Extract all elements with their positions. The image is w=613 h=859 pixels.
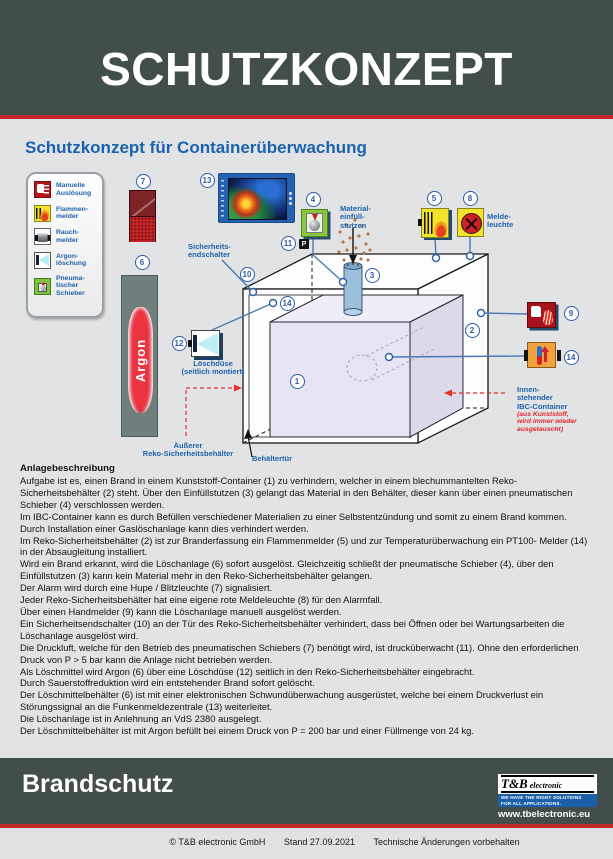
signal-light-label: Melde-leuchte <box>487 212 514 230</box>
pneumatic-slider-icon <box>34 277 51 295</box>
legend-item-label: Rauch-melder <box>56 229 80 244</box>
description-paragraph: Aufgabe ist es, einen Brand in einem Kun… <box>20 475 573 510</box>
argon-cylinder: Argon <box>121 275 158 437</box>
safety-limit-switch-label: Sicherheits-endschalter <box>188 242 231 260</box>
description-paragraph: Durch Installation einer Gaslöschanlage … <box>20 522 309 534</box>
callout-3: 3 <box>364 267 380 283</box>
legend-item: Flammen-melder <box>34 204 102 222</box>
callout-9: 9 <box>563 305 579 321</box>
flame-detector-icon <box>34 204 51 222</box>
description-paragraph: Durch Sauerstoffreduktion wird ein entst… <box>20 677 315 689</box>
description-paragraph: Die Druckluft, welche für den Betrieb de… <box>20 641 579 665</box>
description-heading: Anlagebeschreibung <box>20 463 115 474</box>
callout-2: 2 <box>464 322 480 338</box>
panel-side-text <box>221 180 224 218</box>
container-door-label: Behältertür <box>252 454 293 463</box>
horn-strobe-unit <box>129 190 156 242</box>
flame-detector-unit <box>418 208 449 238</box>
manual-release-icon <box>34 181 51 198</box>
diagram-linework <box>185 218 528 458</box>
description-paragraph: Im Reko-Sicherheitsbehälter (2) ist zur … <box>20 534 588 558</box>
footer-copyright: © T&B electronic GmbH <box>169 837 266 847</box>
pressure-monitor-symbol: P <box>299 239 309 249</box>
system-description: Anlagebeschreibung Aufgabe ist es, einen… <box>20 463 595 737</box>
argon-extinguishing-icon <box>34 251 51 269</box>
alarm-horn <box>130 217 155 242</box>
section-title: Schutzkonzept für Containerüberwachung <box>25 138 367 157</box>
description-paragraph: Der Alarm wird durch eine Hupe / Blitzle… <box>20 582 273 594</box>
category-label: Brandschutz <box>22 770 174 798</box>
description-paragraphs: Aufgabe ist es, einen Brand in einem Kun… <box>20 475 595 737</box>
footer-note: Technische Änderungen vorbehalten <box>373 837 520 847</box>
callout-14: 14 <box>279 295 295 311</box>
pneumatic-slider-unit <box>301 209 328 237</box>
argon-bottle: Argon <box>128 307 153 413</box>
description-paragraph: Im IBC-Container kann es durch Befüllen … <box>20 510 567 522</box>
description-paragraph: Als Löschmittel wird Argon (6) über eine… <box>20 665 475 677</box>
callout-5: 5 <box>426 190 442 206</box>
bottom-bar: Brandschutz T&B electronic WE HAVE THE R… <box>0 758 613 824</box>
callout-13: 13 <box>199 172 215 188</box>
footer-date: Stand 27.09.2021 <box>283 837 355 847</box>
description-paragraph: Ein Sicherheitsendschalter (10) an der T… <box>20 617 565 641</box>
callout-12: 12 <box>171 335 187 351</box>
callout-14: 14 <box>563 349 579 365</box>
extinguishing-nozzle-unit <box>188 330 220 357</box>
argon-bottle-label: Argon <box>133 338 148 382</box>
logo-tagline: WE HAVE THE RIGHT SOLUTIONS FOR ALL APPL… <box>498 794 597 807</box>
material-filler-label: Material-einfüll-stutzen <box>340 204 371 230</box>
panel-buttons <box>288 192 292 195</box>
smoke-detector-icon <box>34 228 51 245</box>
callout-10: 10 <box>239 266 255 282</box>
legend-item-label: Argon-löschung <box>56 252 87 267</box>
website-link[interactable]: www.tbelectronic.eu <box>498 809 591 820</box>
description-paragraph: Über einen Handmelder (9) kann die Lösch… <box>20 605 342 617</box>
thermal-image-screen <box>228 178 287 220</box>
footer-divider <box>0 824 613 828</box>
logo-brand-suffix: electronic <box>529 781 563 790</box>
spark-detection-panel <box>218 173 295 223</box>
header-divider <box>0 115 613 119</box>
pt100-sensor-unit <box>524 342 556 368</box>
legend-item: Rauch-melder <box>34 228 102 245</box>
footer: © T&B electronic GmbH Stand 27.09.2021 T… <box>0 828 613 859</box>
description-paragraph: Der Löschmittelbehälter (6) ist mit eine… <box>20 689 544 713</box>
legend-item-label: Flammen-melder <box>56 205 89 220</box>
callout-6: 6 <box>134 254 150 270</box>
legend-item: Argon-löschung <box>34 251 102 269</box>
description-paragraph: Wird ein Brand erkannt, wird die Löschan… <box>20 558 554 582</box>
description-paragraph: Der Löschmittelbehälter ist mit Argon be… <box>20 725 474 737</box>
callout-7: 7 <box>135 173 151 189</box>
header-band: SCHUTZKONZEPT <box>0 0 613 115</box>
tb-electronic-logo: T&B electronic <box>498 774 597 794</box>
manual-call-point-unit <box>527 302 556 328</box>
description-paragraph: Die Löschanlage ist in Anlehnung an VdS … <box>20 713 262 725</box>
callout-8: 8 <box>462 190 478 206</box>
strobe-light <box>130 191 155 217</box>
signal-light-unit <box>457 208 484 237</box>
callout-11: 11 <box>280 235 296 251</box>
callout-1: 1 <box>289 373 305 389</box>
nozzle-label: Löschdüse(seitlich montiert) <box>181 359 245 377</box>
callout-4: 4 <box>305 191 321 207</box>
page-title: SCHUTZKONZEPT <box>100 43 513 95</box>
logo-brand-text: T&B <box>501 776 528 791</box>
description-paragraph: Jeder Reko-Sicherheitsbehälter hat eine … <box>20 594 383 606</box>
